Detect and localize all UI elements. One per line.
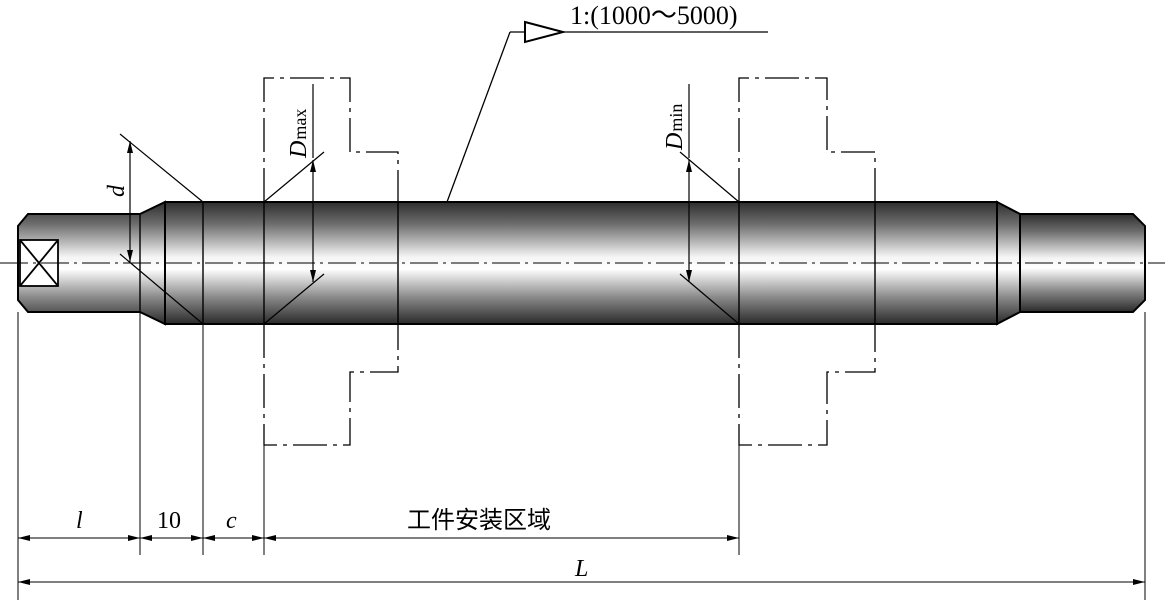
dim-d-min-label: Dmin [662,104,688,151]
dim-d-label: d [104,184,130,197]
workpiece-left-phantom [263,77,399,446]
dim-c-label: c [226,508,237,534]
dim-L-label: L [574,556,588,582]
workpiece-right-phantom [738,77,876,446]
dim-d-min [679,84,740,325]
taper-triangle-icon [524,20,567,44]
dim-d [119,133,204,325]
dim-10-label: 10 [157,508,181,534]
taper-callout [446,20,768,203]
taper-ratio-text: 1:(1000～5000) [570,1,738,30]
dim-d-max-base: D [286,141,312,159]
dim-l-label: l [76,508,83,534]
dim-d-min-sub: min [666,104,686,132]
dim-d-max-label: Dmax [286,109,312,159]
dim-d-min-base: D [662,133,688,151]
dim-d-max [263,84,325,325]
taper-leader-line [446,31,511,203]
dim-d-max-sub: max [290,109,310,140]
extension-lines [17,312,1146,600]
dim-work-area-label: 工件安装区域 [407,506,551,534]
